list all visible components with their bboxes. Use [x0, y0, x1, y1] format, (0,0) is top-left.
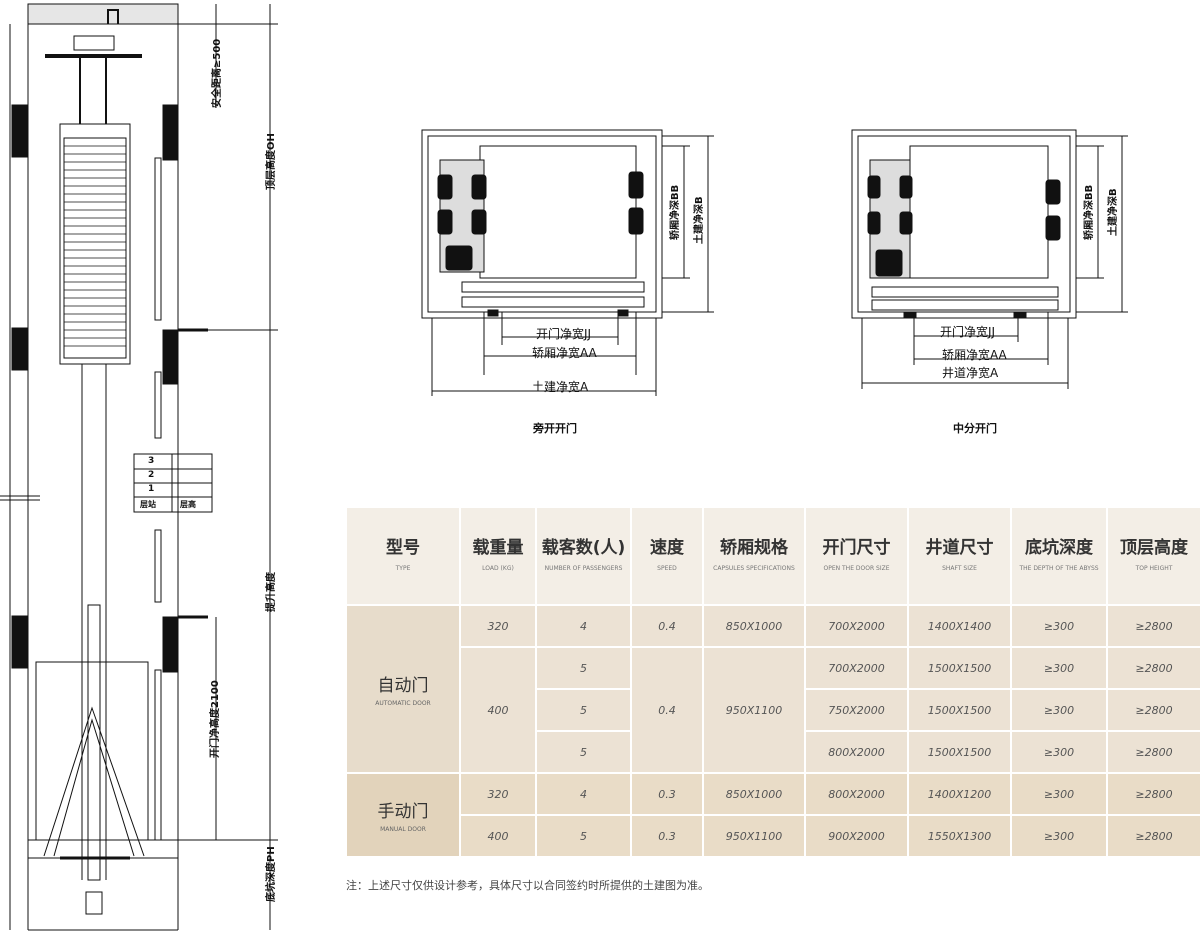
cell-capsule: 950X1100 [702, 814, 806, 858]
floor-1: 1 [148, 484, 155, 494]
cell-door: 800X2000 [804, 730, 909, 774]
cell-top: ≥2800 [1106, 730, 1200, 774]
cell-passengers: 4 [535, 772, 632, 816]
height-col-label: 层高 [180, 500, 196, 509]
side-a-label: 土建净宽A [532, 380, 589, 394]
top-clearance-label: 安全距离≥500 [212, 38, 223, 108]
cell-door: 700X2000 [804, 604, 909, 648]
side-jj-label: 开门净宽JJ [536, 327, 592, 341]
table-row: 5 800X2000 1500X1500 ≥300 ≥2800 [346, 730, 1200, 774]
cell-pit: ≥300 [1010, 646, 1108, 690]
cell-load: 400 [459, 646, 537, 774]
center-a-label: 井道净宽A [942, 366, 999, 380]
door-height-label: 开门净高度2100 [210, 680, 221, 758]
cell-door: 700X2000 [804, 646, 909, 690]
cell-pit: ≥300 [1010, 772, 1108, 816]
center-opening-caption: 中分开门 [953, 422, 997, 435]
side-bb-label: 轿厢净深BB [670, 184, 681, 240]
table-row: 自动门 AUTOMATIC DOOR 320 4 0.4 850X1000 70… [345, 604, 1200, 774]
overhead-label: 顶层高度OH [266, 133, 277, 190]
footnote: 注：上述尺寸仅供设计参考，具体尺寸以合同签约时所提供的土建图为准。 [346, 879, 709, 892]
cell-speed: 0.4 [630, 604, 704, 648]
center-jj-label: 开门净宽JJ [940, 325, 996, 339]
table-row: 400 5 0.4 950X1100 700X2000 1500X1500 ≥3… [346, 646, 1200, 774]
cell-speed: 0.3 [630, 814, 704, 858]
cell-top: ≥2800 [1106, 688, 1200, 732]
cell-shaft: 1500X1500 [907, 688, 1012, 732]
floor-3: 3 [148, 456, 155, 466]
cell-shaft: 1500X1500 [907, 646, 1012, 690]
center-b-label: 土建净深B [1108, 188, 1119, 236]
cell-speed: 0.4 [630, 646, 704, 774]
type-automatic: 自动门 AUTOMATIC DOOR [345, 604, 461, 774]
cell-door: 800X2000 [804, 772, 909, 816]
floor-2: 2 [148, 470, 155, 480]
center-bb-label: 轿厢净深BB [1084, 184, 1095, 240]
cell-passengers: 5 [535, 730, 632, 774]
cell-door: 750X2000 [804, 688, 909, 732]
cell-pit: ≥300 [1010, 604, 1108, 648]
cell-capsule: 950X1100 [702, 646, 806, 774]
cell-load: 320 [459, 604, 537, 648]
cell-pit: ≥300 [1010, 688, 1108, 732]
cell-speed: 0.3 [630, 772, 704, 816]
cell-shaft: 1400X1400 [907, 604, 1012, 648]
table-row: 400 5 0.3 950X1100 900X2000 1550X1300 ≥3… [346, 814, 1200, 858]
cell-door: 900X2000 [804, 814, 909, 858]
table-row: 手动门 MANUAL DOOR 320 4 0.3 850X1000 800X2… [345, 772, 1200, 858]
cell-shaft: 1550X1300 [907, 814, 1012, 858]
cell-top: ≥2800 [1106, 814, 1200, 858]
cell-top: ≥2800 [1106, 772, 1200, 816]
cell-capsule: 850X1000 [702, 772, 806, 816]
cell-passengers: 5 [535, 688, 632, 732]
header-passengers: 载客数(人)NUMBER OF PASSENGERS [535, 506, 632, 606]
side-opening-caption: 旁开开门 [533, 422, 577, 435]
cell-load: 400 [459, 814, 537, 858]
cell-pit: ≥300 [1010, 730, 1108, 774]
cell-passengers: 5 [535, 814, 632, 858]
cell-capsule: 850X1000 [702, 604, 806, 648]
cell-passengers: 4 [535, 604, 632, 648]
cell-top: ≥2800 [1106, 604, 1200, 648]
center-aa-label: 轿厢净宽AA [942, 348, 1007, 362]
cell-load: 320 [459, 772, 537, 816]
travel-label: 提升高度 [266, 572, 277, 612]
cell-passengers: 5 [535, 646, 632, 690]
pit-depth-label: 底坑深度PH [266, 846, 277, 902]
side-aa-label: 轿厢净宽AA [532, 346, 597, 360]
floor-col-label: 层站 [140, 500, 156, 509]
cell-pit: ≥300 [1010, 814, 1108, 858]
table-row: 5 750X2000 1500X1500 ≥300 ≥2800 [346, 688, 1200, 732]
cell-top: ≥2800 [1106, 646, 1200, 690]
cell-shaft: 1500X1500 [907, 730, 1012, 774]
type-manual: 手动门 MANUAL DOOR [345, 772, 461, 858]
cell-shaft: 1400X1200 [907, 772, 1012, 816]
side-b-label: 土建净深B [694, 196, 705, 244]
